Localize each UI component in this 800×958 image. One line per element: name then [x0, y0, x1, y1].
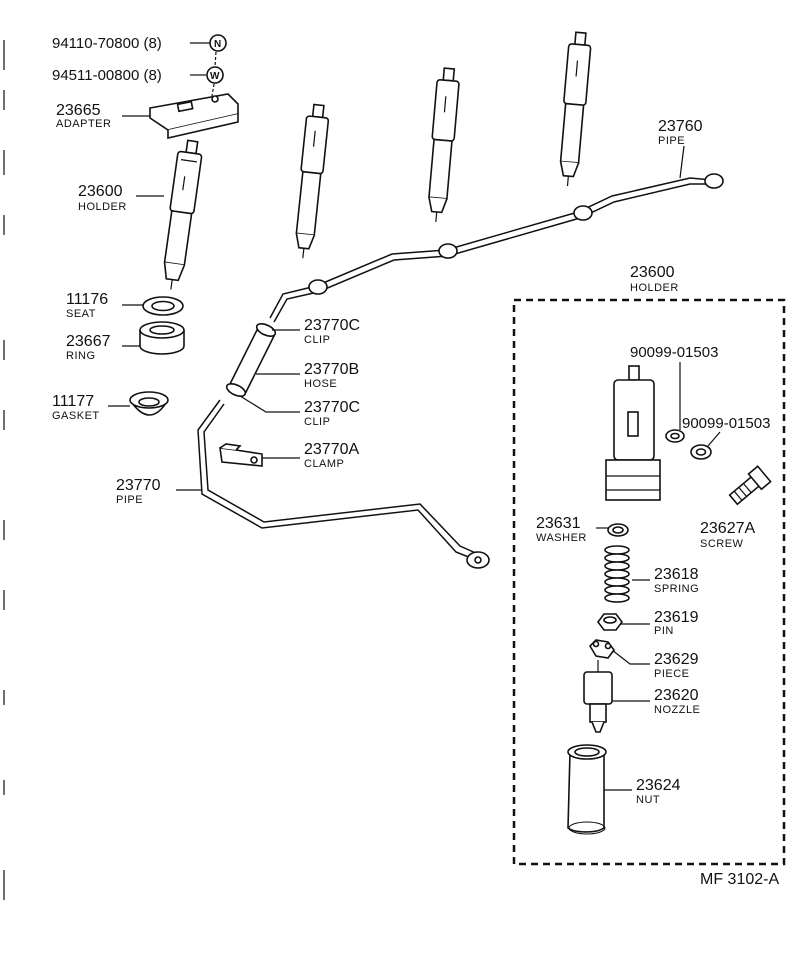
- part-name-clip-upper: CLIP: [304, 334, 330, 346]
- seat-icon: [142, 296, 184, 316]
- gasket-icon: [129, 391, 169, 416]
- part-number-11177: 11177: [52, 393, 94, 410]
- part-name-washer: WASHER: [536, 532, 587, 544]
- label-94511: 94511-00800 (8) W: [52, 66, 224, 97]
- part-number-23770c-upper: 23770C: [304, 317, 360, 334]
- part-name-spring: SPRING: [654, 583, 699, 595]
- part-number-23624: 23624: [636, 777, 681, 794]
- ring-group: 23667 RING: [66, 321, 185, 362]
- washer-group: 23631 WASHER: [536, 515, 629, 544]
- holder-installed-2: [428, 67, 460, 223]
- piece-icon: [588, 639, 615, 659]
- pin-icon: [597, 613, 623, 631]
- hose-group: 23770B HOSE: [256, 361, 359, 390]
- holder-box: 23600 HOLDER: [512, 264, 786, 866]
- part-name-holder-left: HOLDER: [78, 201, 127, 213]
- part-name-pipe-top: PIPE: [658, 135, 685, 147]
- label-94110: 94110-70800 (8) N: [52, 34, 227, 67]
- pipe-23770-icon: [197, 399, 490, 569]
- holder-installed-3: [559, 31, 592, 187]
- part-name-adapter: ADAPTER: [56, 118, 111, 130]
- part-name-nozzle: NOZZLE: [654, 704, 700, 716]
- part-number-23770a: 23770A: [304, 441, 359, 458]
- nut-symbol: N: [214, 39, 221, 50]
- gasket-90099-a-group: 90099-01503: [630, 344, 718, 443]
- clamp-icon: [219, 443, 263, 467]
- part-name-gasket: GASKET: [52, 410, 100, 422]
- spring-group: 23618 SPRING: [604, 545, 699, 603]
- nozzle-group: 23620 NOZZLE: [583, 660, 700, 733]
- part-number-23770: 23770: [116, 477, 161, 494]
- part-number-94110: 94110-70800 (8): [52, 35, 162, 52]
- part-number-23665: 23665: [56, 102, 101, 119]
- part-name-holder-box: HOLDER: [630, 282, 679, 294]
- clip-lower-group: 23770C CLIP: [239, 395, 360, 428]
- clamp-group: 23770A CLAMP: [219, 441, 359, 470]
- part-number-23760: 23760: [658, 118, 703, 135]
- gasket-90099-a-icon: [665, 429, 685, 443]
- adapter-group: 23665 ADAPTER: [56, 93, 239, 140]
- part-number-11176: 11176: [66, 291, 108, 308]
- part-name-pipe-bottom: PIPE: [116, 494, 143, 506]
- washer-icon: [607, 523, 629, 537]
- pipe-bottom-label: 23770 PIPE: [116, 477, 202, 506]
- part-number-23631: 23631: [536, 515, 581, 532]
- part-number-90099-b: 90099-01503: [682, 415, 770, 432]
- spring-icon: [604, 545, 630, 603]
- holder-body-icon: [605, 365, 661, 501]
- gasket-90099-b-group: 90099-01503: [682, 415, 770, 460]
- pin-group: 23619 PIN: [597, 609, 699, 637]
- pipe-23760-icon: [269, 173, 724, 323]
- seat-group: 11176 SEAT: [66, 291, 184, 320]
- part-number-23618: 23618: [654, 566, 699, 583]
- part-name-seat: SEAT: [66, 308, 96, 320]
- screw-icon: [728, 465, 772, 506]
- part-name-screw: SCREW: [700, 538, 744, 550]
- holder-box-frame: [512, 298, 786, 866]
- part-number-23600-box: 23600: [630, 264, 675, 281]
- hose-icon: [225, 323, 277, 397]
- part-name-ring: RING: [66, 350, 96, 362]
- part-name-clamp: CLAMP: [304, 458, 344, 470]
- figure-code: MF 3102-A: [700, 871, 779, 888]
- part-number-94511: 94511-00800 (8): [52, 67, 162, 84]
- adapter-icon: [149, 93, 239, 140]
- part-number-23629: 23629: [654, 651, 699, 668]
- part-name-nut: NUT: [636, 794, 660, 806]
- part-name-piece: PIECE: [654, 668, 690, 680]
- gasket-90099-b-icon: [690, 444, 712, 460]
- part-number-23627a: 23627A: [700, 520, 755, 537]
- part-number-23667: 23667: [66, 333, 111, 350]
- pipe-top-label: 23760 PIPE: [658, 118, 703, 179]
- part-name-clip-lower: CLIP: [304, 416, 330, 428]
- clip-upper-group: 23770C CLIP: [272, 317, 360, 346]
- holder-left-group: 23600 HOLDER: [78, 139, 203, 290]
- part-number-23620: 23620: [654, 687, 699, 704]
- gasket-group: 11177 GASKET: [52, 391, 169, 422]
- holder-installed-1: [295, 103, 330, 259]
- piece-group: 23629 PIECE: [588, 639, 699, 680]
- nozzle-icon: [583, 660, 613, 733]
- nut-group: 23624 NUT: [567, 744, 681, 835]
- part-name-pin: PIN: [654, 625, 674, 637]
- part-name-hose: HOSE: [304, 378, 337, 390]
- part-number-90099-a: 90099-01503: [630, 344, 718, 361]
- nut-icon: [567, 744, 607, 835]
- washer-symbol-icon: [206, 66, 224, 84]
- part-number-23600-left: 23600: [78, 183, 123, 200]
- part-number-23770c-lower: 23770C: [304, 399, 360, 416]
- screw-group: 23627A SCREW: [700, 465, 772, 550]
- ring-icon: [139, 321, 185, 355]
- nut-symbol-icon: [209, 34, 227, 52]
- holder-left-icon: [163, 139, 203, 290]
- part-number-23770b: 23770B: [304, 361, 359, 378]
- part-number-23619: 23619: [654, 609, 699, 626]
- washer-symbol: W: [210, 71, 220, 82]
